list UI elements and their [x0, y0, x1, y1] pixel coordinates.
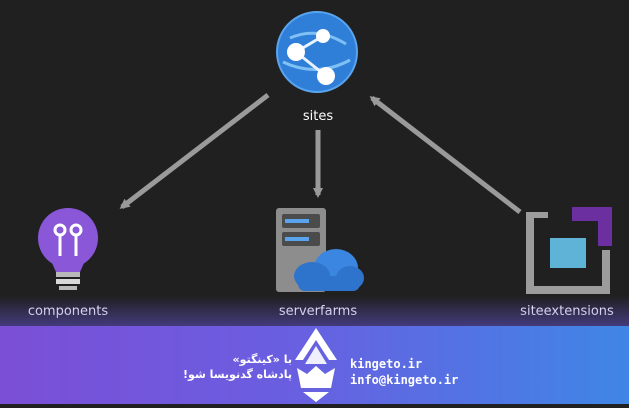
- banner-fade: [0, 296, 629, 326]
- components-lightbulb-icon: [38, 208, 98, 290]
- banner-fa-line2: پادشاه گدنویسا شو!: [183, 368, 292, 381]
- banner-site-link[interactable]: kingeto.ir: [350, 357, 423, 371]
- serverfarms-server-cloud-icon: [276, 208, 364, 292]
- kingeto-logo-icon: [295, 328, 337, 402]
- arrow-sites-to-components: [119, 93, 270, 209]
- sites-label: sites: [302, 109, 334, 124]
- banner-contact: kingeto.ir info@kingeto.ir: [350, 356, 458, 388]
- banner-persian-text: با «کینگتو» پادشاه گدنویسا شو!: [183, 352, 292, 382]
- sites-globe-icon: [276, 11, 358, 93]
- arrow-siteextensions-to-sites: [369, 96, 522, 214]
- banner-email-link[interactable]: info@kingeto.ir: [350, 373, 459, 387]
- siteextensions-icon: [526, 207, 612, 294]
- banner-fa-line1: با «کینگتو»: [232, 353, 292, 366]
